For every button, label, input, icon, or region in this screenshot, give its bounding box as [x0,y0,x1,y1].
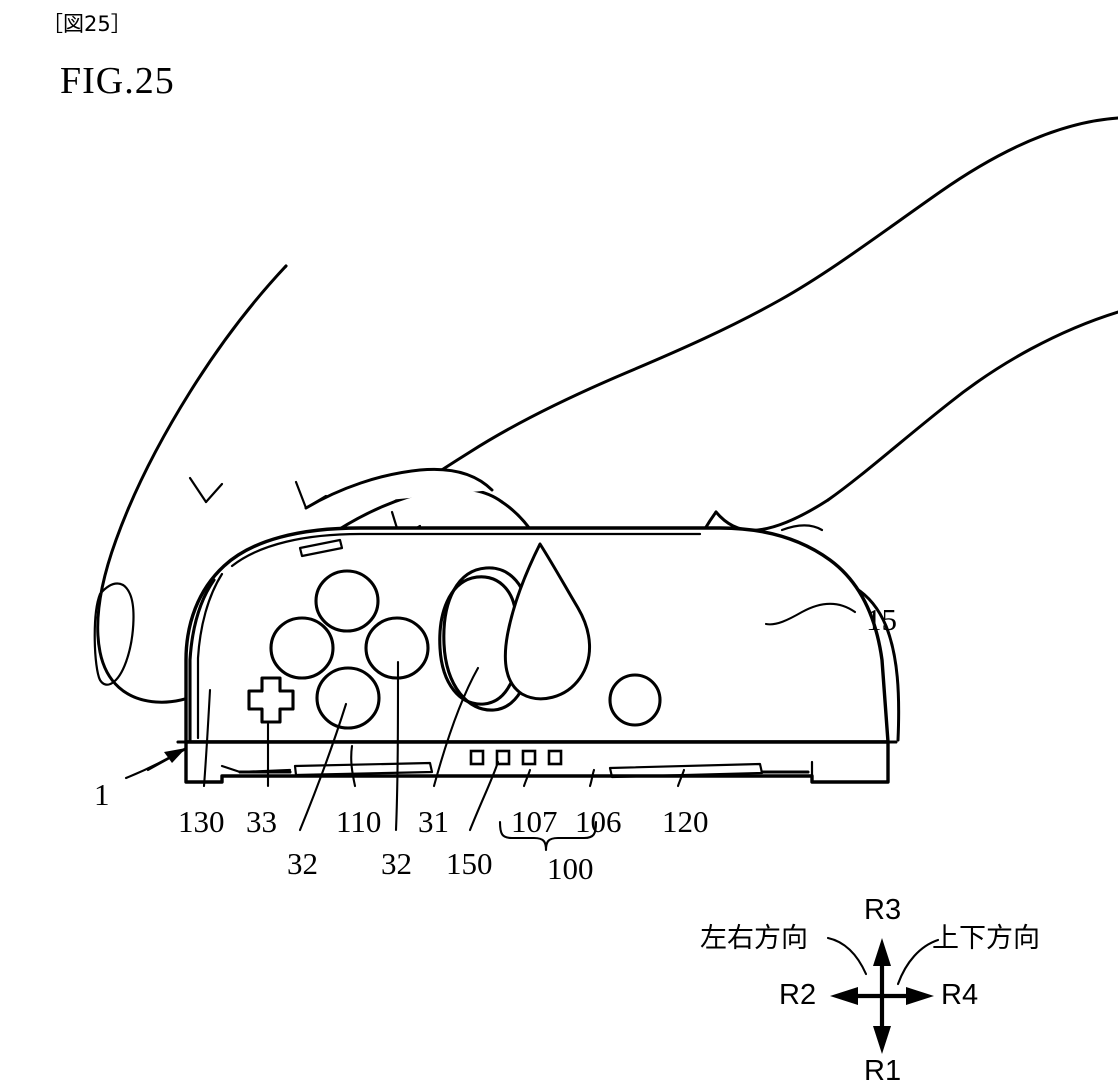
device-lower-base [176,740,898,784]
compass-label-down: R1 [864,1055,902,1087]
compass-label-right: R4 [941,979,979,1011]
ref-numeral-130: 130 [178,804,225,839]
ref-numeral-33: 33 [246,804,277,839]
face-button-top[interactable] [314,569,380,633]
compass-label-up: R3 [864,894,902,926]
ref-numeral-32-right: 32 [381,846,412,881]
ref-numeral-32-left: 32 [287,846,318,881]
indicator-leds [469,749,563,766]
ref-numeral-1: 1 [94,777,110,812]
led-2 [495,749,511,766]
led-4 [547,749,563,766]
compass-annotation-horizontal: 上下方向 [932,923,1040,954]
direction-compass [826,936,940,1054]
ref-numeral-31: 31 [418,804,449,839]
ref-numeral-150: 150 [446,846,493,881]
face-button-bottom[interactable] [315,666,381,730]
compass-label-left: R2 [779,979,817,1011]
ref-numeral-106: 106 [575,804,622,839]
face-button-left[interactable] [269,616,335,680]
led-3 [521,749,537,766]
ref-numeral-110: 110 [336,804,382,839]
right-thumb-tip [503,542,592,701]
ref-numeral-100: 100 [547,851,594,886]
leader-lines [124,602,857,852]
ref-numeral-120: 120 [662,804,709,839]
right-small-button[interactable] [608,673,662,727]
compass-annotation-vertical: 左右方向 [700,923,808,954]
ref-numeral-107: 107 [511,804,558,839]
led-1 [469,749,485,766]
figure-bracket-label: ［図25］ [42,12,132,36]
face-buttons-group [269,569,430,730]
figure-title: FIG.25 [60,60,175,102]
ref-numeral-15: 15 [866,602,897,637]
cross-button-dpad[interactable] [247,676,295,724]
analog-stick[interactable] [438,566,533,712]
